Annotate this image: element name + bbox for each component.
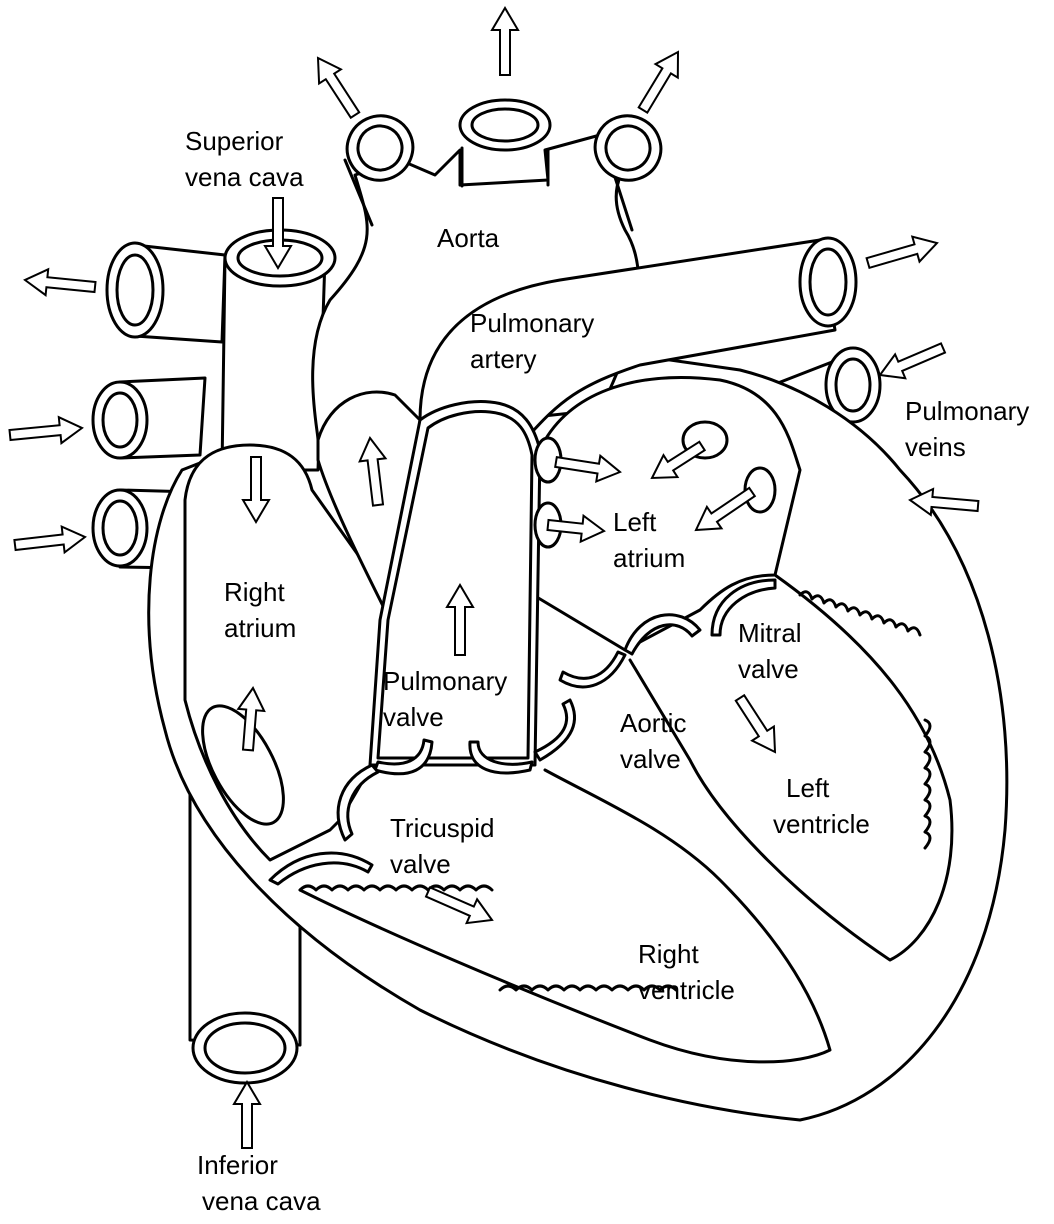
arrow-out-right — [867, 237, 937, 268]
arrow-in-right-1 — [880, 343, 945, 378]
label-aorta: Aorta — [437, 223, 500, 253]
label-superior-vena-cava: Superior vena cava — [185, 126, 304, 192]
arrow-in-left-2 — [14, 527, 85, 553]
right-pulmonary-branch-top — [107, 243, 225, 342]
arrow-ivc-up — [234, 1082, 260, 1148]
arrow-up-top — [492, 8, 518, 75]
arrow-in-left-1 — [10, 417, 83, 443]
label-pulmonary-veins: Pulmonary veins — [905, 396, 1037, 462]
arrow-out-left — [25, 269, 96, 295]
aorta-branch-middle — [460, 100, 550, 150]
label-inferior-vena-cava: Inferior vena cava — [197, 1150, 321, 1216]
right-pulmonary-vein-1 — [93, 378, 205, 458]
arrow-up-left — [318, 58, 359, 118]
arrow-up-right — [639, 52, 678, 113]
